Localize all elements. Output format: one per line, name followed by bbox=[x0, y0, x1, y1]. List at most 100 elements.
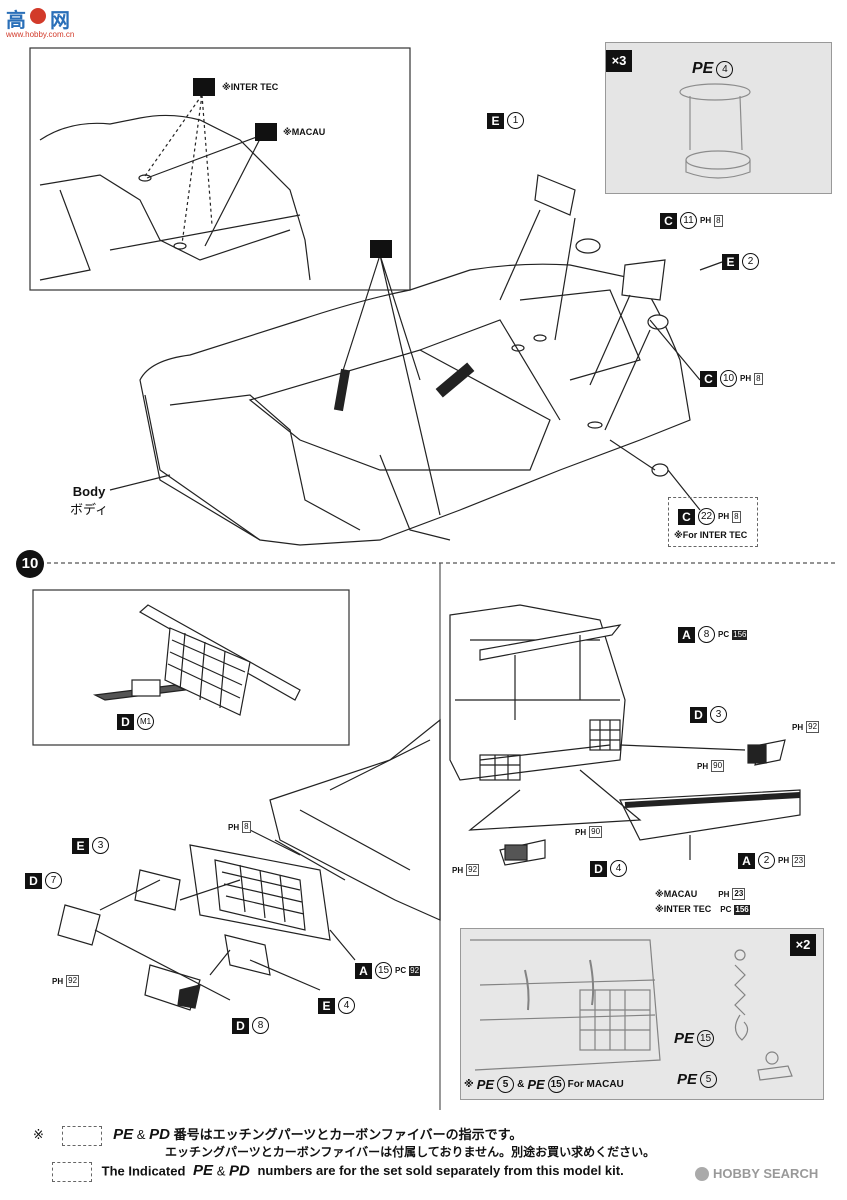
label-a8-pc: PC bbox=[718, 630, 730, 639]
part-e3 bbox=[134, 869, 181, 911]
leader-e2 bbox=[589, 294, 631, 386]
label-e1: E 1 bbox=[487, 112, 524, 129]
part-d3-dark bbox=[747, 744, 767, 764]
label-a2-ph: PH bbox=[778, 856, 790, 865]
rear-ph92a-num: 92 bbox=[806, 721, 820, 733]
spoiler-leaders bbox=[514, 635, 581, 720]
label-grille-d-letter: D bbox=[117, 713, 134, 730]
rear-ph90b-ph: PH bbox=[575, 827, 587, 837]
car-rear-window bbox=[419, 319, 561, 421]
x3-badge: ×3 bbox=[606, 50, 632, 72]
x2-footer-note: ※ PE 5 & PE 15 For MACAU bbox=[464, 1076, 624, 1093]
part-label-leaders bbox=[649, 261, 723, 511]
front-ph8-ph: PH bbox=[228, 822, 240, 832]
step-number: 10 bbox=[16, 550, 44, 578]
inset-window bbox=[39, 174, 291, 261]
label-d8-num: 8 bbox=[252, 1017, 269, 1034]
x3-pe-num: 4 bbox=[716, 60, 734, 78]
label-d8: D 8 bbox=[232, 1017, 269, 1034]
x2-pe15-label: PE 15 bbox=[674, 1030, 715, 1047]
label-c11-phnum: 8 bbox=[714, 214, 723, 227]
label-a2-num: 2 bbox=[758, 852, 775, 869]
label-c22-ph: PH bbox=[718, 512, 730, 521]
body-label: Body ボディ bbox=[70, 484, 108, 518]
front-ph92-num: 92 bbox=[66, 975, 80, 987]
grille-inset-frame bbox=[32, 589, 350, 746]
label-d7-letter: D bbox=[25, 872, 42, 889]
footer-line1-pe: PE bbox=[113, 1126, 134, 1143]
grille-emblem bbox=[131, 679, 161, 697]
label-a8-letter: A bbox=[678, 626, 695, 643]
rear-ph90a-num: 90 bbox=[711, 760, 725, 772]
x2-panel bbox=[460, 928, 824, 1100]
label-a8-pcnum: 156 bbox=[732, 629, 748, 640]
label-d3-num: 3 bbox=[710, 706, 727, 723]
footer-line-2: エッチングパーツとカーボンファイバーは付属しておりません。別途お買い求めください… bbox=[165, 1145, 656, 1159]
front-ph8-num: 8 bbox=[242, 821, 251, 833]
body-emblem-icon bbox=[370, 240, 392, 258]
part-a15-mesh bbox=[214, 859, 306, 931]
x2-footer-for-macau: For MACAU bbox=[567, 1079, 624, 1090]
watermark-ball-icon bbox=[30, 8, 46, 24]
footer-line3-amp: & bbox=[216, 1163, 226, 1179]
watermark-char-2: 网 bbox=[50, 10, 70, 32]
leader-c11 bbox=[554, 217, 576, 341]
rear-ph90a-ph: PH bbox=[697, 761, 709, 771]
top-inset-frame bbox=[29, 47, 411, 291]
leader-c10 bbox=[604, 329, 651, 431]
inset-body-line bbox=[39, 114, 311, 281]
label-c10-ph: PH bbox=[740, 374, 752, 383]
seat-bar-right bbox=[435, 362, 475, 398]
label-d8-letter: D bbox=[232, 1017, 249, 1034]
note-macau-phnum: 23 bbox=[732, 888, 746, 900]
footer-mark: ※ bbox=[33, 1127, 44, 1142]
note-intertec: ※INTER TEC PC 156 bbox=[655, 904, 750, 915]
car-trunk bbox=[519, 289, 641, 381]
rear-taillight-right bbox=[589, 719, 621, 751]
front-car-lines bbox=[299, 739, 431, 871]
front-car-bumper bbox=[274, 839, 346, 881]
label-d3-letter: D bbox=[690, 706, 707, 723]
part-d7 bbox=[57, 904, 101, 946]
body-hole-2 bbox=[511, 344, 525, 352]
part-e4 bbox=[224, 934, 271, 976]
label-d3: D 3 bbox=[690, 706, 727, 723]
c22-note: ※For INTER TEC bbox=[674, 530, 748, 540]
rear-taillight-left bbox=[479, 754, 521, 781]
label-rear-ph90b: PH 90 bbox=[575, 826, 603, 838]
x2-pe5: PE bbox=[677, 1071, 698, 1088]
label-e3-num: 3 bbox=[92, 837, 109, 854]
footer-line1-pd: PD bbox=[149, 1126, 170, 1143]
x2-footer-pe15: PE bbox=[527, 1077, 545, 1092]
rear-leaders bbox=[468, 744, 746, 831]
label-a2: A 2 PH 23 bbox=[738, 852, 806, 869]
label-grille-m1: M1 bbox=[137, 713, 154, 730]
front-ph92-ph: PH bbox=[52, 976, 64, 986]
x2-pe15-num: 15 bbox=[697, 1030, 715, 1047]
car-front-opening bbox=[169, 394, 361, 531]
label-e2-letter: E bbox=[722, 253, 739, 270]
note-intertec-pcnum: 156 bbox=[734, 904, 750, 915]
grille-mesh-lines bbox=[167, 632, 246, 709]
label-d4-letter: D bbox=[590, 860, 607, 877]
label-a15-pcnum: 92 bbox=[409, 965, 421, 976]
emblem-leaders bbox=[339, 254, 441, 516]
label-d7: D 7 bbox=[25, 872, 62, 889]
x2-pe5-num: 5 bbox=[700, 1071, 718, 1088]
label-a2-letter: A bbox=[738, 852, 755, 869]
watermark-char-1: 高 bbox=[6, 10, 26, 32]
part-a8-spoiler bbox=[479, 624, 622, 661]
car-body-side bbox=[144, 394, 261, 541]
label-rear-ph92a: PH 92 bbox=[792, 721, 820, 733]
car-door bbox=[379, 454, 451, 541]
hobby-search-logo: HOBBY SEARCH bbox=[695, 1166, 818, 1181]
watermark-url: www.hobby.com.cn bbox=[6, 30, 75, 39]
label-a2-phnum: 23 bbox=[792, 854, 806, 867]
inset-hole-2 bbox=[173, 242, 187, 250]
rear-ph90b-num: 90 bbox=[589, 826, 603, 838]
body-label-jp: ボディ bbox=[70, 502, 109, 517]
label-c22-num: 22 bbox=[698, 508, 715, 525]
inset-leader-intertec bbox=[144, 94, 213, 245]
part-a2-bumper-dark bbox=[624, 792, 801, 808]
x3-pe: PE bbox=[692, 60, 714, 77]
